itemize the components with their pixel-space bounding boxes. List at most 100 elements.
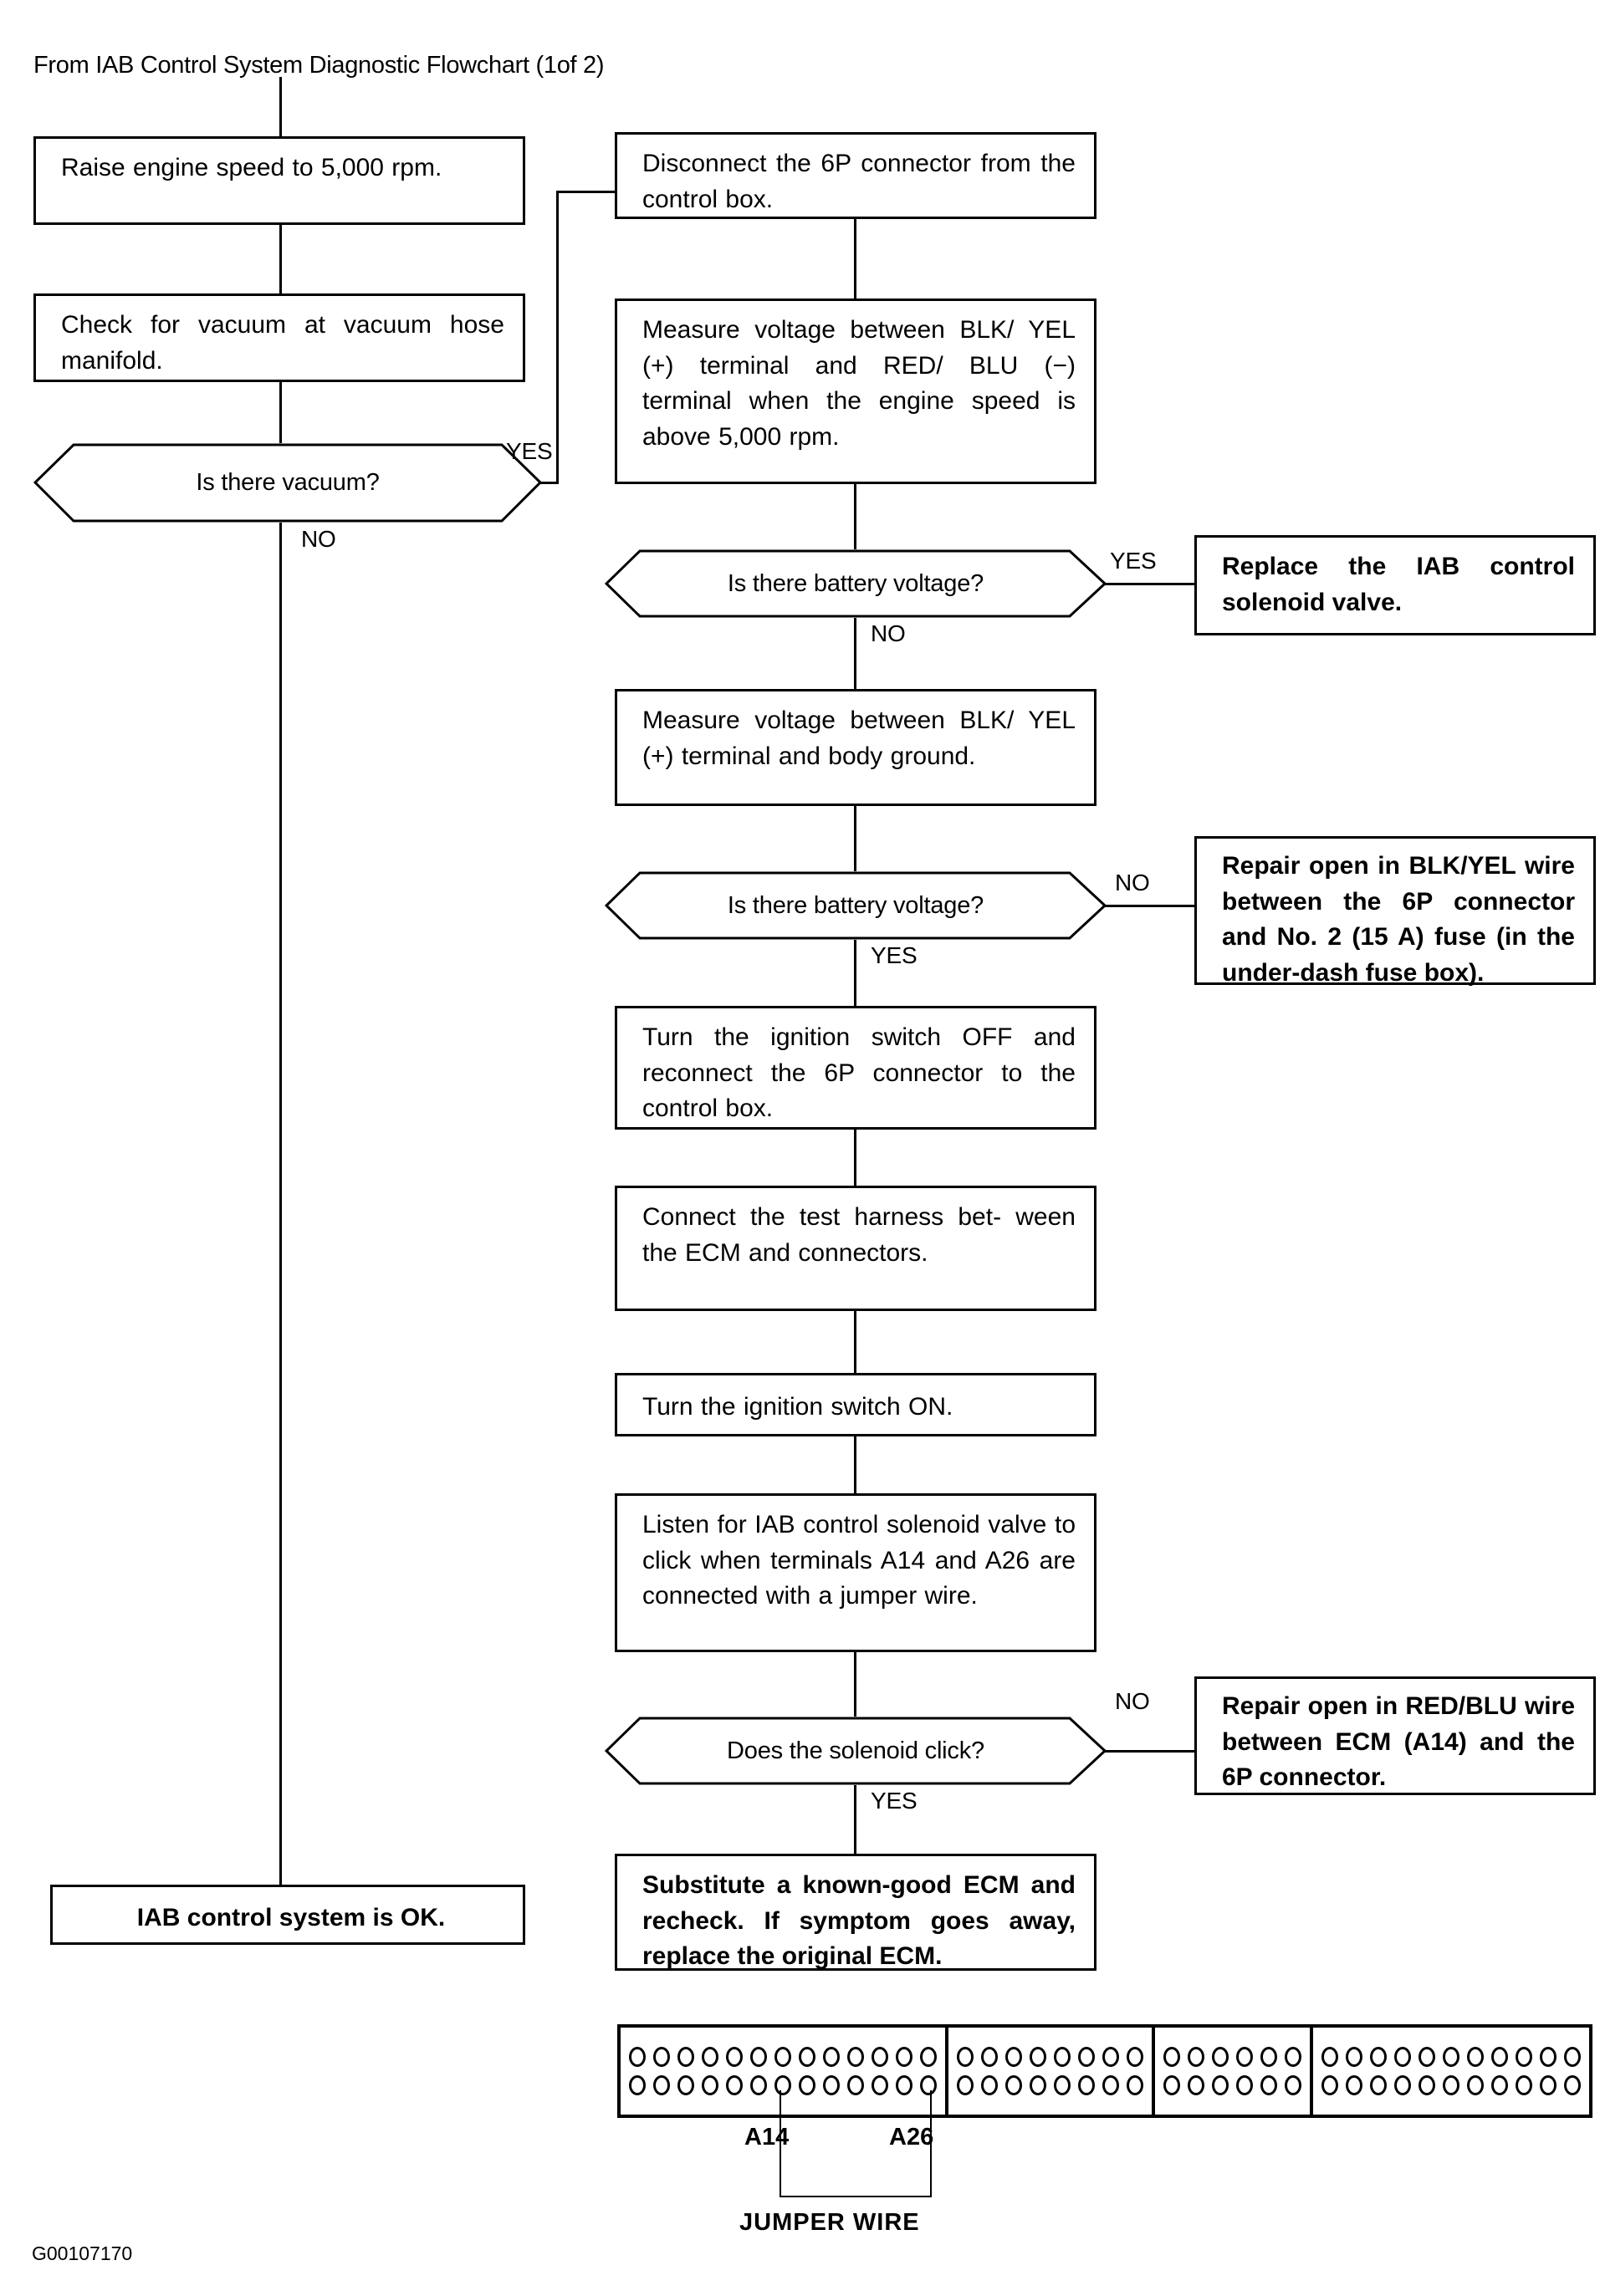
- connector-pin: [726, 2047, 743, 2067]
- connector-pin: [957, 2075, 974, 2095]
- connector-pin: [799, 2075, 815, 2095]
- connector-check-vacuum-to-decision: [279, 382, 282, 446]
- callout-leader-a14: [780, 2090, 781, 2164]
- route-vacuum-no-long-v: [279, 523, 282, 1887]
- connector-pin: [1030, 2075, 1046, 2095]
- jumper-bracket-left: [780, 2162, 781, 2197]
- connector-pin-row-bottom: [1321, 2075, 1581, 2095]
- connector-pin: [702, 2075, 718, 2095]
- step-measure-voltage-blkyel-ground: Measure voltage between BLK/ YEL (+) ter…: [615, 689, 1096, 806]
- connector-pin: [1419, 2075, 1435, 2095]
- branch-label-vacuum-yes: YES: [506, 438, 553, 464]
- connector-pin-row-top: [957, 2047, 1143, 2067]
- route-battery1-yes-h: [1104, 583, 1196, 585]
- connector-pin: [896, 2075, 912, 2095]
- connector-pin: [1346, 2047, 1362, 2067]
- connector-pin: [920, 2047, 937, 2067]
- connector-pin: [823, 2047, 840, 2067]
- connector-pin: [1443, 2075, 1459, 2095]
- connector-pin: [1102, 2047, 1119, 2067]
- connector-pin: [1540, 2075, 1557, 2095]
- connector-pin: [981, 2075, 998, 2095]
- jumper-bracket-bottom: [780, 2196, 932, 2197]
- connector-pin: [702, 2047, 718, 2067]
- connector-pin: [872, 2047, 888, 2067]
- connector-harness-to-ignition-on: [854, 1311, 856, 1375]
- connector-pin: [1370, 2075, 1387, 2095]
- connector-pin: [1394, 2075, 1411, 2095]
- connector-pin: [1285, 2075, 1301, 2095]
- decision-solenoid-click-label: Does the solenoid click?: [727, 1737, 984, 1764]
- connector-pin: [1419, 2047, 1435, 2067]
- connector-pin: [1346, 2075, 1362, 2095]
- result-repair-redblu-wire: Repair open in RED/BLU wire between ECM …: [1194, 1676, 1596, 1795]
- connector-pin: [1236, 2047, 1253, 2067]
- connector-pin: [629, 2047, 646, 2067]
- connector-pin: [1054, 2047, 1071, 2067]
- connector-group-4: [1313, 2028, 1589, 2115]
- route-battery2-yes-v: [854, 940, 856, 1008]
- connector-pin: [1102, 2075, 1119, 2095]
- connector-pin: [1467, 2075, 1484, 2095]
- pin-label-a26: A26: [889, 2124, 934, 2151]
- decision-solenoid-click: Does the solenoid click?: [605, 1717, 1107, 1785]
- route-vacuum-yes-h2: [556, 191, 615, 193]
- connector-pin: [1443, 2047, 1459, 2067]
- decision-battery-voltage-2: Is there battery voltage?: [605, 871, 1107, 940]
- step-connect-test-harness: Connect the test harness bet- ween the E…: [615, 1186, 1096, 1311]
- connector-pin: [1163, 2047, 1180, 2067]
- connector-pin: [1188, 2075, 1204, 2095]
- step-raise-engine-speed: Raise engine speed to 5,000 rpm.: [33, 136, 525, 225]
- connector-pin: [1564, 2075, 1581, 2095]
- decision-is-there-vacuum: Is there vacuum?: [33, 443, 542, 523]
- branch-label-battery1-no: NO: [871, 620, 906, 646]
- jumper-wire-caption: JUMPER WIRE: [739, 2209, 920, 2236]
- connector-group-1: [621, 2028, 948, 2115]
- connector-pin: [1491, 2047, 1508, 2067]
- step-disconnect-6p-connector: Disconnect the 6P connector from the con…: [615, 132, 1096, 219]
- connector-pin: [1321, 2075, 1338, 2095]
- branch-label-vacuum-no: NO: [301, 526, 336, 552]
- route-click-yes-v: [854, 1785, 856, 1856]
- connector-pin: [799, 2047, 815, 2067]
- connector-pin: [1236, 2075, 1253, 2095]
- connector-pin: [1540, 2047, 1557, 2067]
- connector-pin: [653, 2075, 670, 2095]
- decision-battery-voltage-1: Is there battery voltage?: [605, 549, 1107, 618]
- connector-pin: [1127, 2047, 1143, 2067]
- figure-code: G00107170: [32, 2242, 133, 2264]
- connector-pin: [1285, 2047, 1301, 2067]
- connector-pin: [1370, 2047, 1387, 2067]
- connector-group-2: [948, 2028, 1155, 2115]
- route-vacuum-yes-v: [556, 191, 559, 483]
- connector-reconnect-to-harness: [854, 1130, 856, 1188]
- connector-pin: [1212, 2075, 1229, 2095]
- connector-group-3: [1155, 2028, 1313, 2115]
- result-replace-iab-solenoid: Replace the IAB control solenoid valve.: [1194, 535, 1596, 635]
- route-battery1-no-v: [854, 618, 856, 691]
- connector-measure1-to-decision1: [854, 484, 856, 551]
- connector-pin: [750, 2047, 767, 2067]
- connector-pin: [1394, 2047, 1411, 2067]
- connector-pin: [1260, 2075, 1277, 2095]
- branch-label-click-no: NO: [1115, 1688, 1150, 1714]
- connector-pin: [896, 2047, 912, 2067]
- connector-disconnect-to-measure1: [854, 219, 856, 300]
- step-turn-ignition-on: Turn the ignition switch ON.: [615, 1373, 1096, 1436]
- connector-pin: [1564, 2047, 1581, 2067]
- connector-pin: [1491, 2075, 1508, 2095]
- step-listen-for-click: Listen for IAB control solenoid valve to…: [615, 1493, 1096, 1652]
- callout-leader-a26: [930, 2090, 932, 2164]
- connector-pin: [847, 2047, 864, 2067]
- connector-pin: [774, 2075, 791, 2095]
- connector-pin: [920, 2075, 937, 2095]
- connector-pin-row-top: [1163, 2047, 1301, 2067]
- connector-measure2-to-decision2: [854, 806, 856, 873]
- connector-listen-to-decision-click: [854, 1652, 856, 1719]
- connector-pin: [823, 2075, 840, 2095]
- step-check-vacuum: Check for vacuum at vacuum hose manifold…: [33, 293, 525, 382]
- connector-pin: [872, 2075, 888, 2095]
- decision-is-there-vacuum-label: Is there vacuum?: [196, 469, 380, 496]
- connector-pin: [677, 2047, 694, 2067]
